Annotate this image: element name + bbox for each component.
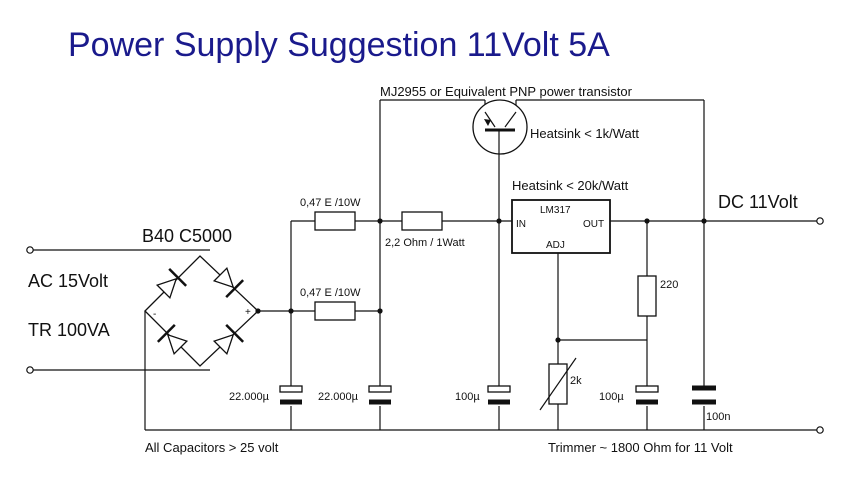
regulator-heatsink-label: Heatsink < 20k/Watt xyxy=(512,178,629,193)
resistor-top-label: 0,47 E /10W xyxy=(300,197,361,209)
wiring xyxy=(30,99,820,431)
capacitor-c3-label: 100µ xyxy=(455,391,480,403)
transformer-label: TR 100VA xyxy=(28,320,110,340)
resistor-bottom-label: 0,47 E /10W xyxy=(300,287,361,299)
capacitor-c2 xyxy=(368,385,392,405)
bridge-rectifier xyxy=(144,255,259,367)
lm317-name: LM317 xyxy=(540,205,571,216)
resistor-0.47-top xyxy=(314,211,356,231)
capacitor-c3 xyxy=(487,385,511,405)
capacitor-c4-label: 100µ xyxy=(599,391,624,403)
capacitor-c1 xyxy=(279,385,303,405)
ac-terminal-1 xyxy=(26,246,34,254)
lm317-pin-out: OUT xyxy=(583,219,604,230)
capacitor-c4 xyxy=(635,385,659,405)
capacitor-note: All Capacitors > 25 volt xyxy=(145,440,279,455)
output-label: DC 11Volt xyxy=(718,192,798,212)
transistor-label: MJ2955 or Equivalent PNP power transisto… xyxy=(380,84,633,99)
ac-terminal-2 xyxy=(26,366,34,374)
trimmer-note: Trimmer ~ 1800 Ohm for 11 Volt xyxy=(548,440,733,455)
ground-terminal xyxy=(816,426,824,434)
capacitor-c5 xyxy=(692,385,716,405)
bridge-minus-label: - xyxy=(153,309,156,320)
resistor-2.2-ohm xyxy=(401,211,443,231)
resistor-0.47-bottom xyxy=(314,301,356,321)
dc-output-terminal xyxy=(816,217,824,225)
junctions xyxy=(255,218,707,343)
resistor-220-label: 220 xyxy=(660,279,678,291)
trimmer-2k xyxy=(539,357,577,411)
diagram-title: Power Supply Suggestion 11Volt 5A xyxy=(68,26,610,64)
bridge-label: B40 C5000 xyxy=(142,226,232,246)
lm317-pin-in: IN xyxy=(516,219,526,230)
resistor-series-label: 2,2 Ohm / 1Watt xyxy=(385,237,465,249)
capacitor-c1-label: 22.000µ xyxy=(229,391,270,403)
capacitor-c5-label: 100n xyxy=(706,411,730,423)
trimmer-label: 2k xyxy=(570,375,582,387)
lm317-regulator xyxy=(511,199,611,254)
bridge-plus-label: + xyxy=(245,307,251,318)
capacitor-c2-label: 22.000µ xyxy=(318,391,359,403)
ac-input-label: AC 15Volt xyxy=(28,271,108,291)
lm317-pin-adj: ADJ xyxy=(546,240,565,251)
resistor-220 xyxy=(637,275,657,317)
pnp-transistor xyxy=(472,99,528,155)
transistor-heatsink-label: Heatsink < 1k/Watt xyxy=(530,126,639,141)
